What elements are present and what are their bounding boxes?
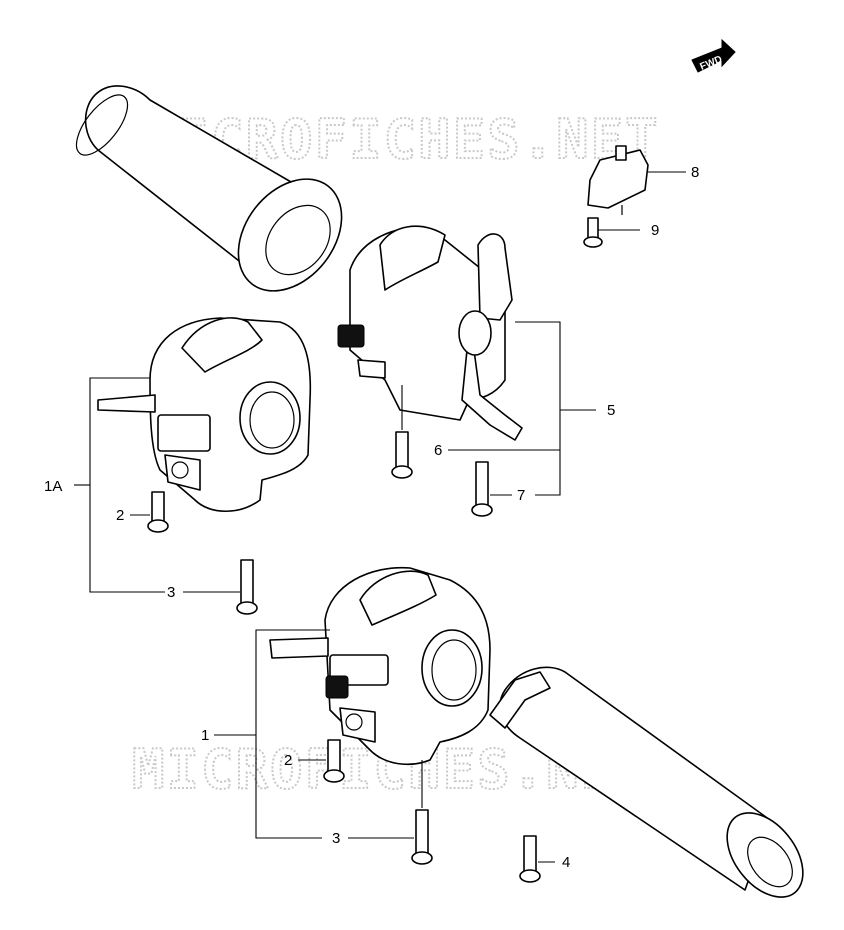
leader-lines <box>74 171 686 863</box>
callout-3-top: 3 <box>167 584 175 601</box>
screw-2-top <box>147 491 169 533</box>
screw-4 <box>519 835 541 883</box>
left-grip <box>75 85 343 292</box>
right-grip <box>489 666 804 898</box>
screw-2-bottom <box>323 739 345 783</box>
callout-1a: 1A <box>44 478 62 495</box>
callout-3-bottom: 3 <box>332 830 340 847</box>
left-switch-1a <box>97 317 312 512</box>
screw-6 <box>391 431 413 479</box>
bracket-8 <box>587 145 649 215</box>
callout-8: 8 <box>691 164 699 181</box>
callout-1: 1 <box>201 727 209 744</box>
fwd-arrow-badge: FWD <box>691 38 736 73</box>
screw-9 <box>583 217 603 248</box>
callout-4: 4 <box>562 854 570 871</box>
callout-7: 7 <box>517 487 525 504</box>
screw-7 <box>471 461 493 517</box>
callout-6: 6 <box>434 442 442 459</box>
callout-9: 9 <box>651 222 659 239</box>
screw-3-bottom <box>411 809 433 865</box>
screw-3-top <box>236 559 258 615</box>
right-switch-5 <box>337 225 523 441</box>
left-switch-1 <box>269 566 491 766</box>
callout-5: 5 <box>607 402 615 419</box>
callout-2-top: 2 <box>116 507 124 524</box>
callout-2-bottom: 2 <box>284 752 292 769</box>
